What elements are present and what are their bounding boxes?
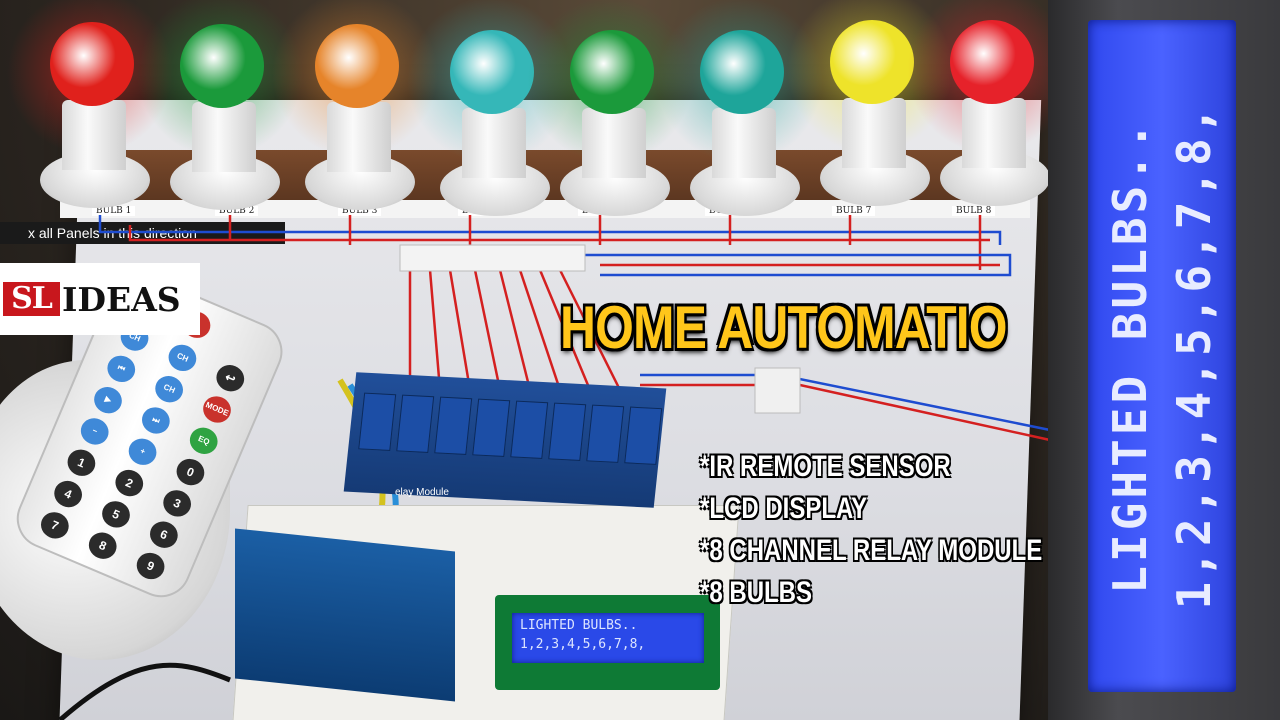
feature-item: *8 BULBS [700,576,813,609]
feature-item: *LCD DISPLAY [700,492,868,525]
remote-key-mode: MODE [199,392,235,427]
logo-ideas: IDEAS [62,280,181,319]
large-lcd-line-2: 1,2,3,4,5,6,7,8, [1167,102,1221,610]
bulb-holder [712,108,776,178]
small-lcd-screen: LIGHTED BULBS.. 1,2,3,4,5,6,7,8, [512,613,704,663]
feature-item: *8 CHANNEL RELAY MODULE [700,534,1043,567]
feature-list: *IR REMOTE SENSOR *LCD DISPLAY *8 CHANNE… [700,446,1128,614]
bulb-glass [180,24,264,108]
remote-key-5: 5 [98,496,134,532]
bulb-label-1: BULB 1 [92,206,136,216]
feature-item: *IR REMOTE SENSOR [700,450,951,483]
bulb-holder [462,108,526,178]
bulb-holder [327,102,391,172]
bulb-glass [700,30,784,114]
relay-3 [434,396,473,455]
relay-8 [624,406,663,465]
relay-5 [510,400,549,459]
bulb-holder [962,98,1026,168]
remote-key-2: 2 [111,465,148,501]
remote-key-7: 7 [36,507,73,543]
bulb-label-3: BULB 3 [338,206,382,216]
relay-module [343,372,667,508]
logo-sl: SL [3,282,60,316]
small-lcd: LIGHTED BULBS.. 1,2,3,4,5,6,7,8, [495,595,720,690]
bulb-glass [50,22,134,106]
large-lcd-screen: LIGHTED BULBS.. 1,2,3,4,5,6,7,8, [1088,20,1236,692]
remote-key-4: 4 [50,476,87,512]
relay-label: elay Module [395,487,449,498]
play-icon: ▶ [90,382,126,418]
relay-6 [548,402,587,461]
bulb-label-8: BULB 8 [952,206,996,216]
minus-icon: − [76,414,113,449]
prev-icon: ⏮ [103,351,140,387]
bulb-6 [650,0,830,240]
bulb-holder [192,102,256,172]
relay-4 [472,398,511,457]
bulb-holder [582,108,646,178]
bulb-label-2: BULB 2 [215,206,259,216]
next-icon: ⏭ [137,403,174,438]
remote-key-3: 3 [159,485,196,521]
relay-7 [586,404,625,463]
remote-key-0: 0 [172,454,209,490]
bulb-glass [950,20,1034,104]
return-icon: ↩ [212,360,249,396]
small-lcd-line-1: LIGHTED BULBS.. [520,618,638,633]
bulb-glass [315,24,399,108]
small-lcd-line-2: 1,2,3,4,5,6,7,8, [520,637,646,652]
relay-1 [358,392,397,451]
remote-key-ch-plus: CH [151,371,188,407]
remote-key-eq: EQ [185,423,222,459]
sl-ideas-logo: SL IDEAS [0,263,200,335]
bulb-label-7: BULB 7 [832,206,876,216]
arduino-board [235,528,455,702]
bulb-holder [842,98,906,168]
video-title: HOME AUTOMATIO [560,294,1008,361]
bulb-3 [265,0,445,234]
remote-key-ch: CH [164,340,201,376]
bulb-1 [0,0,180,232]
relay-2 [396,394,435,453]
bulb-glass [570,30,654,114]
plus-icon: + [124,434,161,470]
remote-key-9: 9 [132,548,169,584]
remote-key-1: 1 [63,445,100,481]
remote-key-8: 8 [84,528,121,564]
remote-key-6: 6 [145,517,182,553]
bulb-holder [62,100,126,170]
